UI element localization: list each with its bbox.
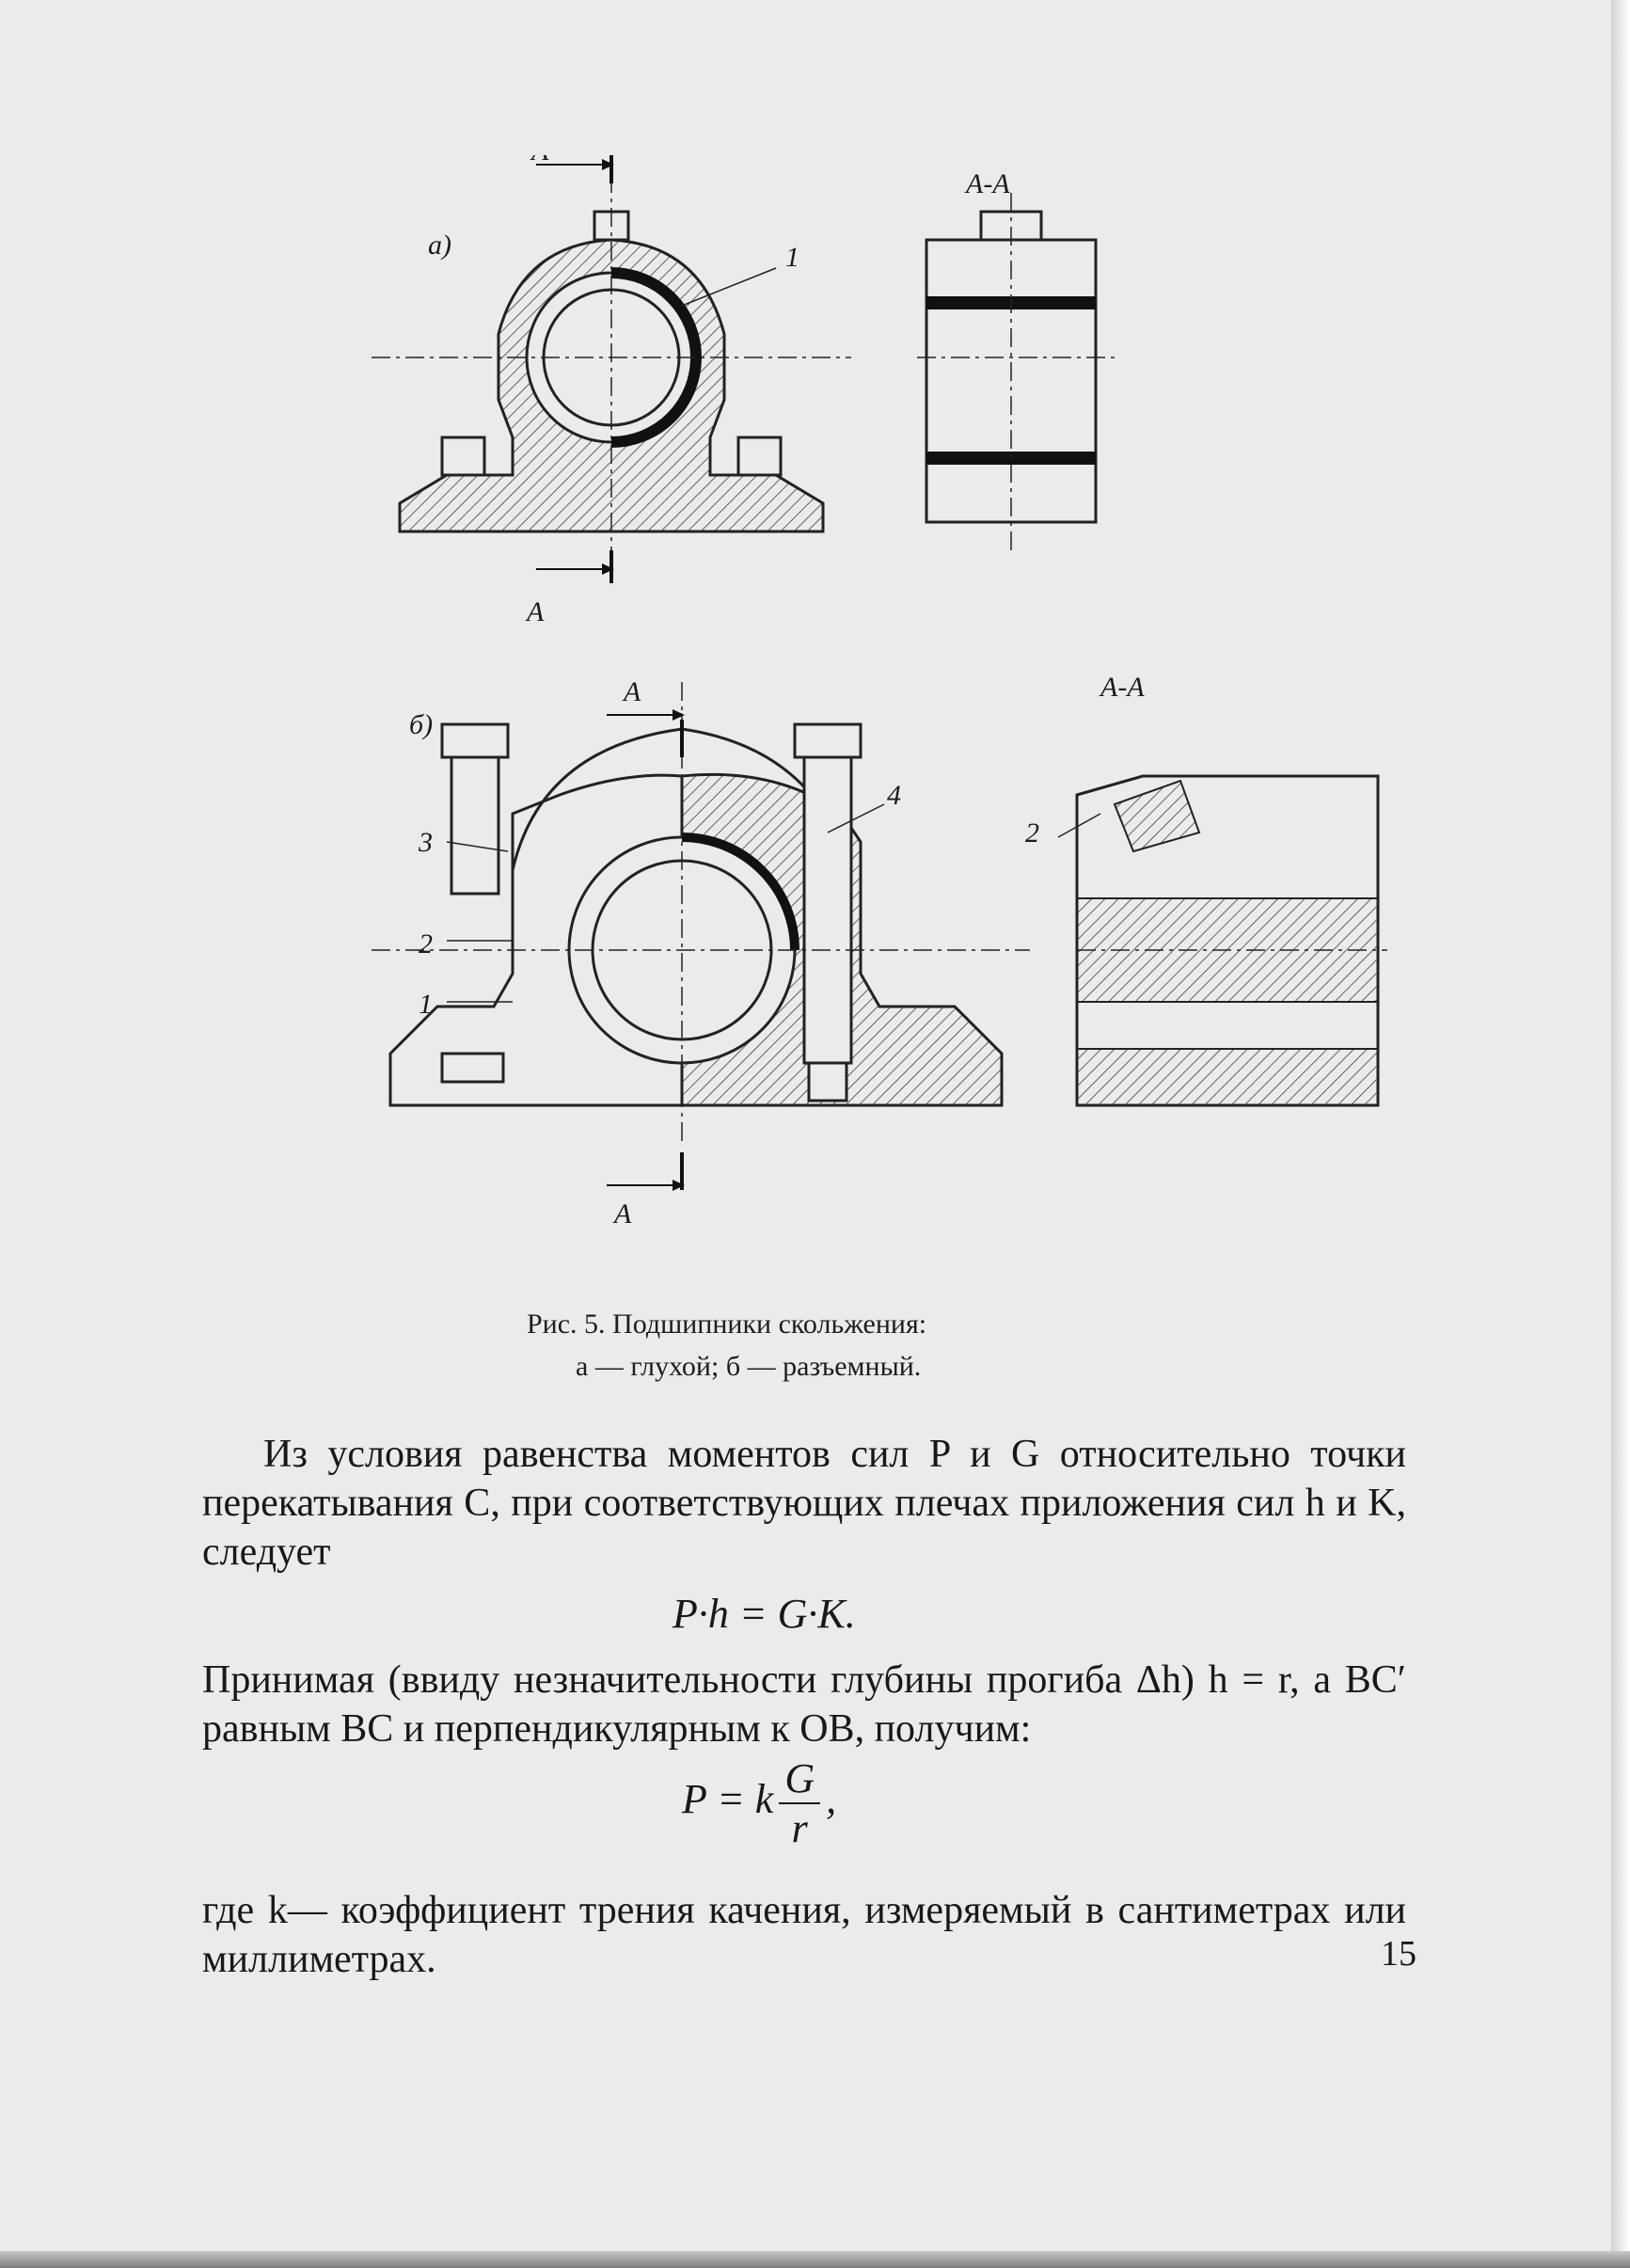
- bearing-b-front-view: А А б) 3 2 1 4: [372, 676, 1030, 1229]
- label-part-2-left: 2: [419, 928, 433, 960]
- paragraph-2: Принимая (ввиду незначительности глубины…: [202, 1658, 1406, 1751]
- label-section-a-top: А: [530, 155, 549, 167]
- figure-caption: Рис. 5. Подшипники скольжения: а — глухо…: [527, 1303, 1185, 1388]
- paragraph-3: где k— коэффициент трения качения, измер…: [202, 1889, 1406, 1981]
- label-part-3: 3: [418, 827, 433, 858]
- bearing-b-section-view: А-А 2: [1025, 672, 1387, 1107]
- formula-moments: P·h = G·K.: [673, 1591, 856, 1637]
- label-section-b-top: А: [622, 676, 641, 707]
- bearing-a-front-view: А А а) 1: [372, 135, 851, 627]
- formula-tail: ,: [826, 1776, 837, 1823]
- label-section-b-bottom: А: [612, 1198, 632, 1229]
- caption-line-2: а — глухой; б — разъемный.: [576, 1351, 922, 1382]
- label-part-4: 4: [887, 780, 901, 811]
- label-part-2-right: 2: [1025, 817, 1039, 849]
- formula-denominator: r: [791, 1805, 808, 1851]
- label-view-b: б): [409, 709, 433, 740]
- label-section-aa-bottom: А-А: [1099, 672, 1145, 703]
- caption-line-1: Рис. 5. Подшипники скольжения:: [527, 1308, 927, 1340]
- label-part-1-bottom: 1: [419, 989, 433, 1020]
- formula-numerator: G: [779, 1754, 821, 1804]
- bearing-drawing: А А а) 1 А-А: [372, 135, 1387, 1229]
- bearing-a-section-view: А-А: [917, 168, 1115, 550]
- figure-bearings: А А а) 1 А-А: [372, 135, 1406, 1303]
- label-part-1-top: 1: [785, 242, 799, 273]
- label-section-a-bottom: А: [525, 596, 545, 627]
- label-section-aa-top: А-А: [964, 168, 1010, 199]
- page-bottom-edge: [0, 2251, 1630, 2268]
- paragraph-1: Из условия равенства моментов сил P и G …: [202, 1433, 1406, 1574]
- label-view-a: а): [428, 230, 451, 261]
- page-edge-shadow: [1611, 0, 1630, 2268]
- page-number: 15: [1381, 1934, 1416, 1974]
- formula-lhs: P = k: [682, 1776, 774, 1823]
